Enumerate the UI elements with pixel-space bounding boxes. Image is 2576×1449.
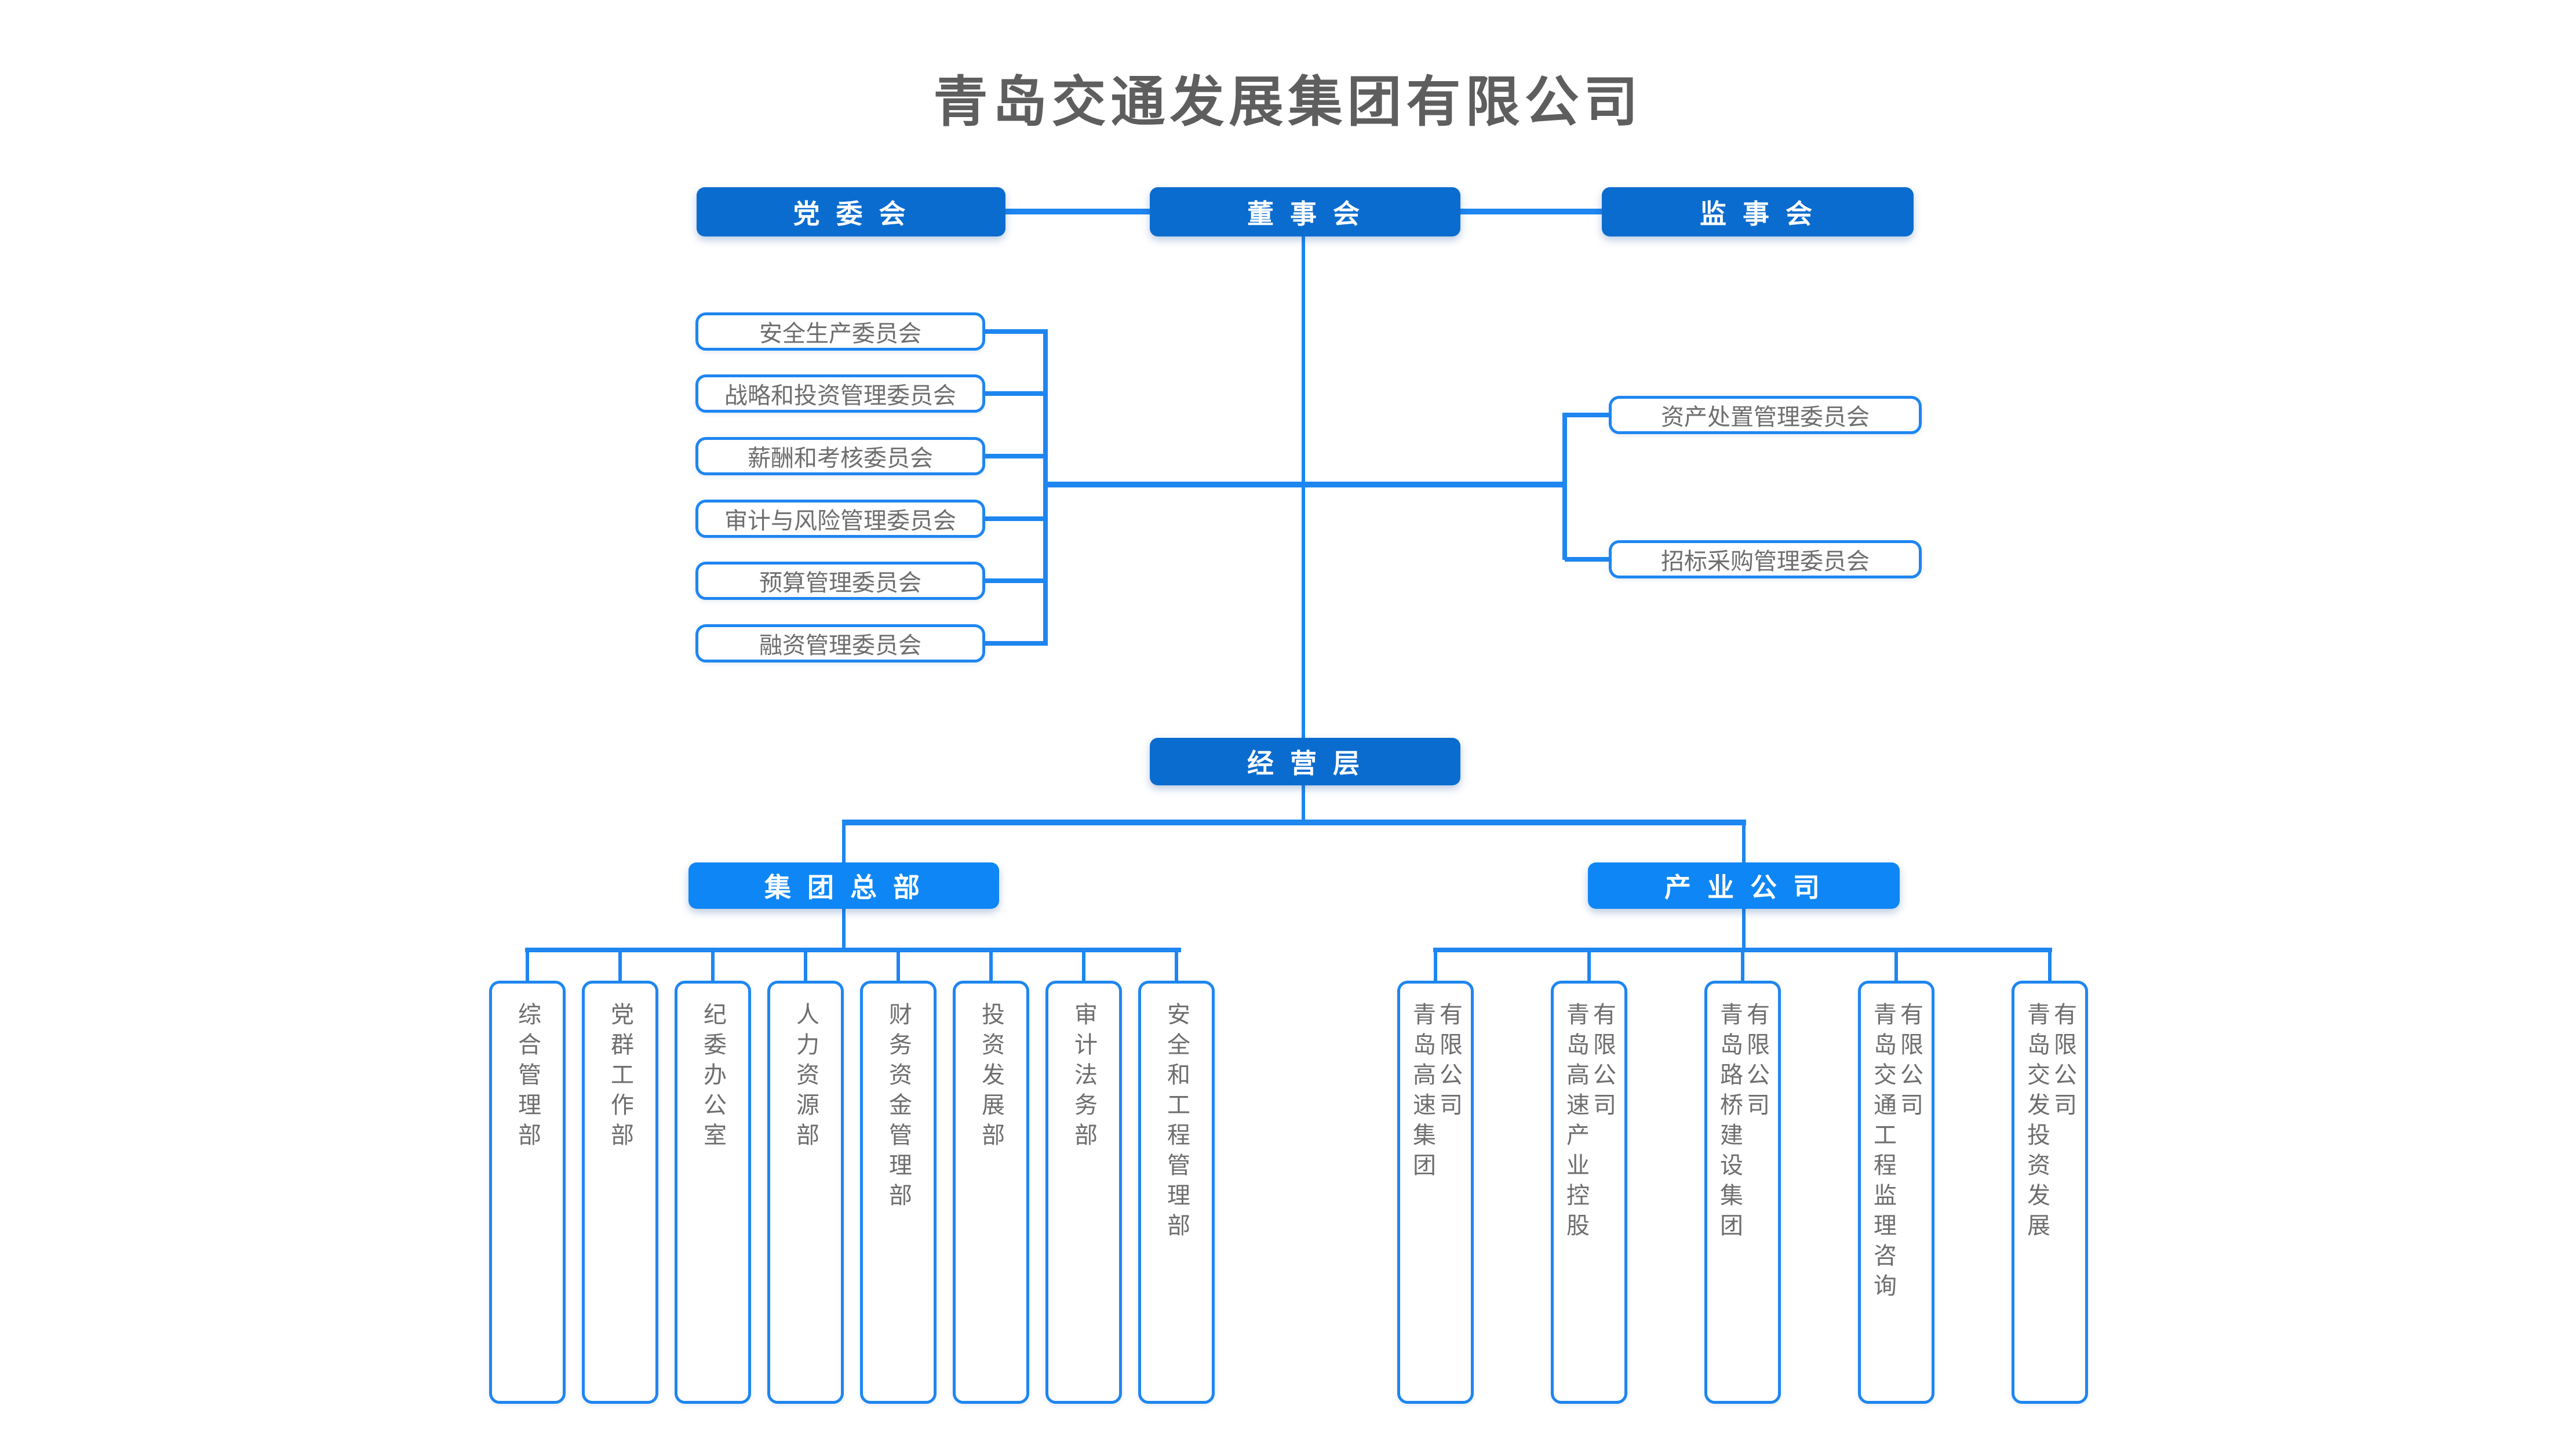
connector-line [1434,952,1437,982]
node-label: 监 事 会 [1699,198,1816,230]
node-label: 纪委办公室 [699,1002,726,1153]
node-dept-general-management: 综合管理部 [489,981,566,1404]
node-label-suffix: 有限公司 [2050,1002,2076,1123]
connector-line [1742,820,1746,864]
connector-line [984,516,1047,521]
node-dept-party-mass-work: 党群工作部 [582,981,658,1404]
node-label: 投资发展部 [978,1002,1004,1153]
node-committee-audit-risk: 审计与风险管理委员会 [695,500,985,538]
node-label: 经 营 层 [1247,748,1364,779]
connector-line [984,391,1047,396]
node-company-qingdao-expressway-group: 青岛高速集团 有限公司 [1397,981,1474,1404]
node-label: 招标采购管理委员会 [1661,548,1870,575]
connector-line [804,952,807,982]
node-label: 预算管理委员会 [759,570,921,596]
node-label: 集 团 总 部 [764,872,924,903]
node-label-name: 青岛高速产业控股 [1562,1002,1589,1243]
connector-line [1175,952,1178,982]
connector-line [1565,557,1609,562]
node-label-name: 青岛高速集团 [1409,1002,1435,1183]
node-label: 董 事 会 [1247,198,1364,230]
node-label-name: 青岛路桥建设集团 [1716,1002,1743,1243]
connector-line [1894,952,1898,982]
connector-line [1565,413,1609,417]
node-management-layer: 经 营 层 [1150,738,1460,785]
node-label: 薪酬和考核委员会 [748,445,933,472]
node-label: 财务资金管理部 [885,1002,912,1213]
connector-line [711,952,715,982]
node-supervisory-board: 监 事 会 [1602,187,1914,236]
node-company-road-bridge-construction: 青岛路桥建设集团 有限公司 [1704,981,1781,1404]
node-board-of-directors: 董 事 会 [1150,187,1460,236]
connector-line [2048,952,2052,982]
node-label-suffix: 有限公司 [1896,1002,1923,1123]
node-company-engineering-supervision-consulting: 青岛交通工程监理咨询 有限公司 [1858,981,1934,1404]
connector-line [984,329,1047,334]
connector-line [1302,785,1305,822]
connector-line [842,909,846,952]
node-party-committee: 党 委 会 [697,187,1005,236]
connector-line [1741,952,1744,982]
connector-line [1742,909,1746,952]
node-dept-finance-funds: 财务资金管理部 [860,981,937,1404]
node-committee-financing: 融资管理委员会 [695,624,985,662]
node-label: 安全生产委员会 [759,321,921,347]
node-label-name: 青岛交发投资发展 [2023,1002,2050,1243]
connector-line [1433,948,2052,952]
node-dept-investment-development: 投资发展部 [953,981,1029,1404]
node-dept-safety-engineering: 安全和工程管理部 [1138,981,1215,1404]
connector-line [984,454,1047,458]
connector-line [1005,209,1150,214]
node-company-expressway-industry-holding: 青岛高速产业控股 有限公司 [1551,981,1627,1404]
node-label-suffix: 有限公司 [1743,1002,1769,1123]
node-label: 产 业 公 司 [1664,872,1824,903]
connector-line [842,820,1746,825]
node-company-jiaofa-investment-development: 青岛交发投资发展 有限公司 [2012,981,2088,1404]
node-dept-human-resources: 人力资源部 [767,981,844,1404]
connector-line [989,952,993,982]
connector-line [1045,482,1567,487]
node-label: 审计法务部 [1070,1002,1097,1153]
node-label: 综合管理部 [514,1002,541,1153]
connector-line [618,952,622,982]
node-label: 党群工作部 [607,1002,633,1153]
connector-line [897,952,900,982]
connector-line [1562,413,1567,560]
connector-line [1082,952,1085,982]
node-label-suffix: 有限公司 [1589,1002,1616,1123]
connector-line [526,952,529,982]
connector-line [1043,329,1048,646]
connector-line [525,948,1181,952]
node-label-name: 青岛交通工程监理咨询 [1870,1002,1896,1304]
node-committee-safety-production: 安全生产委员会 [695,312,985,351]
node-committee-compensation-appraisal: 薪酬和考核委员会 [695,437,985,475]
connector-line [1302,236,1305,739]
node-industry-companies: 产 业 公 司 [1588,862,1900,909]
connector-line [984,578,1047,583]
node-committee-bidding-procurement: 招标采购管理委员会 [1609,540,1922,578]
connector-line [842,820,846,864]
connector-line [984,641,1047,646]
node-label: 审计与风险管理委员会 [724,508,956,534]
node-committee-budget: 预算管理委员会 [695,562,985,600]
node-committee-strategy-investment: 战略和投资管理委员会 [695,374,985,413]
node-label: 人力资源部 [792,1002,819,1153]
node-label: 安全和工程管理部 [1163,1002,1190,1243]
node-dept-audit-legal: 审计法务部 [1045,981,1122,1404]
node-label-suffix: 有限公司 [1435,1002,1462,1123]
connector-line [1587,952,1591,982]
node-label: 资产处置管理委员会 [1661,404,1870,431]
node-dept-discipline-office: 纪委办公室 [675,981,751,1404]
node-label: 党 委 会 [793,198,909,230]
node-label: 融资管理委员会 [759,632,921,659]
node-committee-asset-disposal: 资产处置管理委员会 [1609,396,1922,434]
node-label: 战略和投资管理委员会 [724,383,956,409]
node-group-headquarters: 集 团 总 部 [688,862,999,909]
connector-line [1460,209,1602,214]
page-title: 青岛交通发展集团有限公司 [933,71,1643,134]
